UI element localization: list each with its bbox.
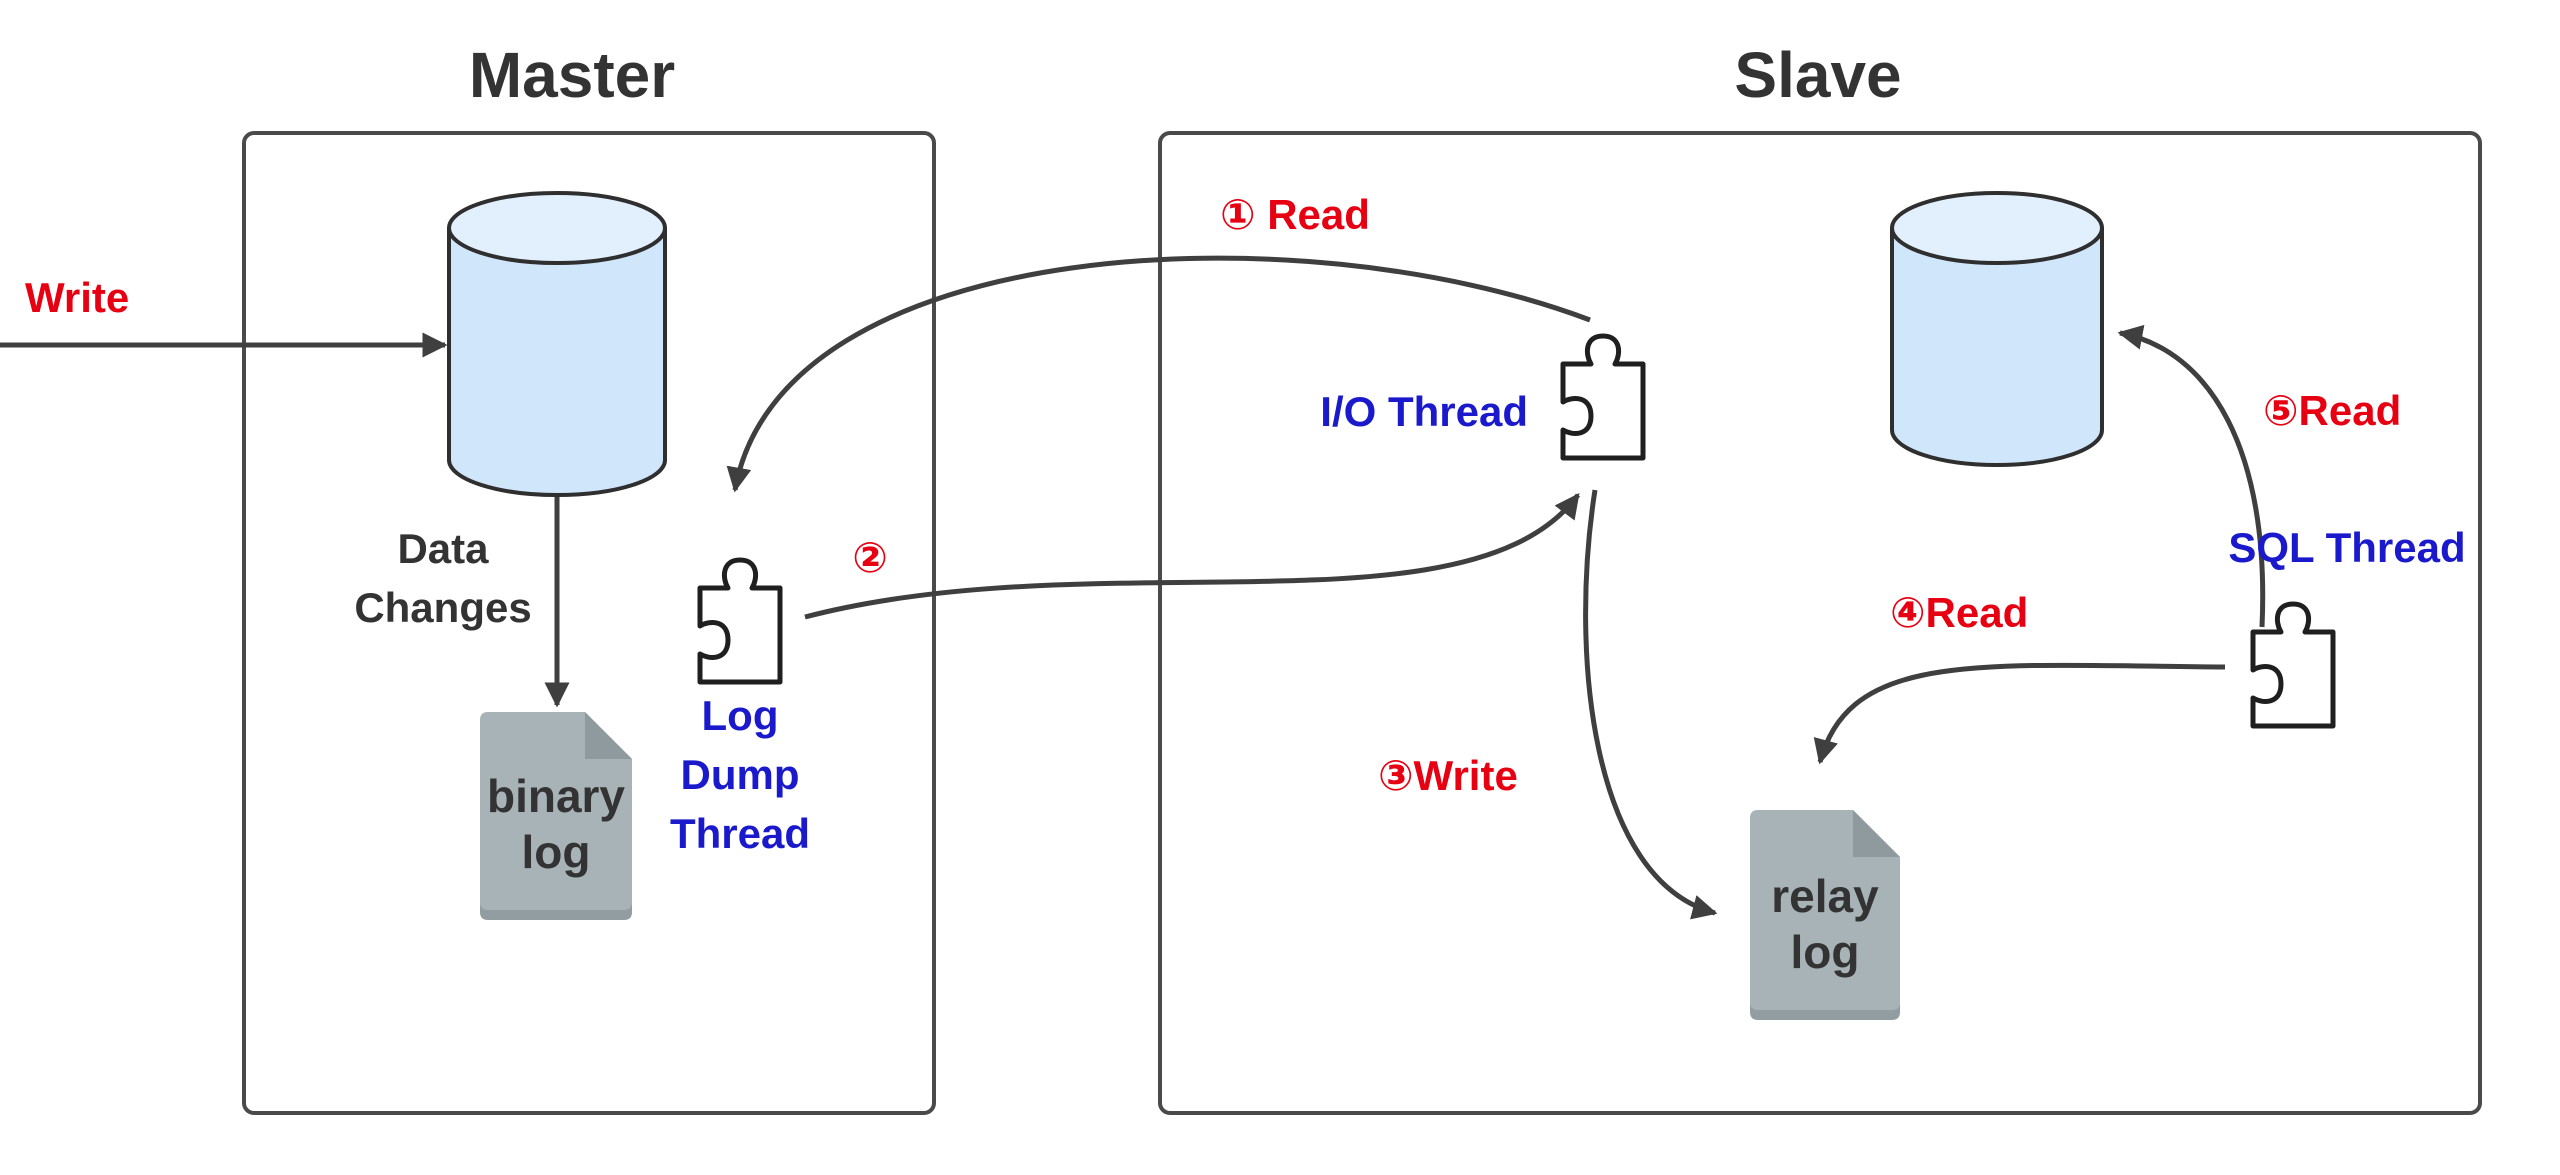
- binary-log-file-icon: [480, 712, 632, 920]
- binary-log-label: binary: [487, 770, 625, 822]
- step3-write-label: ③Write: [1378, 752, 1518, 799]
- log-dump-thread-label-line2: Dump: [681, 751, 800, 798]
- binary-log-label-line2: log: [522, 826, 591, 878]
- step5-read-label: ⑤Read: [2263, 387, 2401, 434]
- step1-read-label: ① Read: [1220, 191, 1370, 238]
- log-dump-thread-label-line3: Thread: [670, 810, 810, 857]
- data-changes-label: Data: [397, 525, 489, 572]
- step2-label: ②: [852, 534, 888, 581]
- relay-read-arrow: [1813, 662, 2226, 765]
- relay-log-file-icon: [1750, 810, 1900, 1020]
- write-input-label: Write: [25, 274, 129, 321]
- relay-write-arrow: [1583, 489, 1718, 920]
- master-container: [242, 131, 936, 1115]
- relay-log-label: relay: [1771, 870, 1879, 922]
- read-request-arrow: [726, 255, 1591, 493]
- slave-container: [1158, 131, 2482, 1115]
- data-changes-label-line2: Changes: [354, 584, 531, 631]
- io-thread-label: I/O Thread: [1320, 388, 1528, 435]
- slave-database-icon: [1890, 191, 2104, 467]
- master-title: Master: [469, 39, 675, 111]
- slave-title: Slave: [1734, 39, 1901, 111]
- sql-apply-arrow: [2117, 324, 2266, 628]
- log-dump-thread-label: Log: [702, 692, 779, 739]
- binlog-transfer-arrow: [804, 492, 1581, 620]
- sql-thread-label: SQL Thread: [2228, 524, 2465, 571]
- relay-log-label-line2: log: [1791, 926, 1860, 978]
- step4-read-label: ④Read: [1890, 589, 2028, 636]
- master-database-icon: [447, 191, 667, 497]
